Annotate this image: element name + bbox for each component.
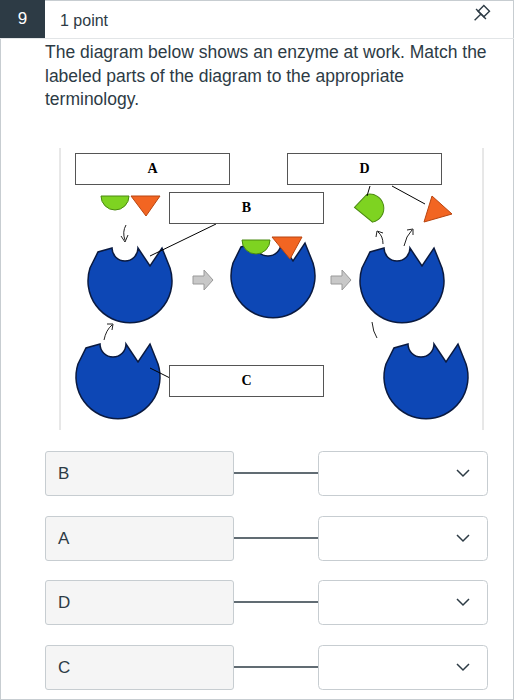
points-label: 1 point [60,10,260,32]
box-text: C [241,373,251,389]
box-text: 9 [18,9,27,29]
box-text: B [58,464,69,484]
motion-arrow [121,235,128,242]
match-line [234,472,318,474]
dropdown [319,581,488,625]
match-line [234,537,318,539]
enzyme [76,344,160,419]
chevron [457,664,469,670]
box-text: C [58,658,70,678]
box-text: B [242,200,251,216]
chevron [457,599,469,605]
substrate-orange [131,196,160,216]
motion-arrow [372,322,377,338]
motion-arrow [107,324,113,330]
frame-line [483,148,484,430]
motion-arrow [407,229,413,235]
leader-line [392,186,425,204]
match-line [234,601,318,603]
label-box: A [75,153,230,185]
dropdowns [234,452,488,690]
substrate-green [101,196,129,210]
dropdown [319,517,488,561]
match-item: D [45,580,234,625]
step-arrow [331,270,351,290]
match-line [234,666,318,668]
box-text: A [147,161,157,177]
enzyme [231,243,315,318]
enzyme [360,248,444,323]
motion-arrow [104,325,112,340]
match-item: A [45,516,234,561]
match-item: C [45,645,234,690]
question-text: The diagram below shows an enzyme at wor… [45,41,497,112]
leader-line [150,224,216,256]
dropdown [319,646,488,690]
product-green [352,190,388,226]
substrate-green [242,240,270,254]
enzyme [384,344,468,419]
enzyme [88,248,172,323]
header-rule [0,38,514,39]
dropdown [319,452,488,496]
motion-arrow [376,231,383,237]
frame-line [60,148,61,430]
label-box: B [169,192,324,224]
motion-arrow [378,232,383,244]
question-number: 9 [0,0,45,38]
label-box: D [287,153,442,185]
product-orange [424,196,452,222]
substrate-orange [272,237,302,259]
motion-arrow [124,225,126,240]
leader-line [367,186,370,196]
motion-arrow [404,230,412,246]
pin-icon [470,3,492,25]
box-text: D [359,161,369,177]
label-box: C [169,365,324,397]
leader-line [150,368,170,378]
chevron [457,470,469,476]
chevron [457,535,469,541]
box-text: A [58,529,69,549]
match-item: B [45,451,234,496]
box-text: D [58,593,70,613]
step-arrow [193,270,213,290]
